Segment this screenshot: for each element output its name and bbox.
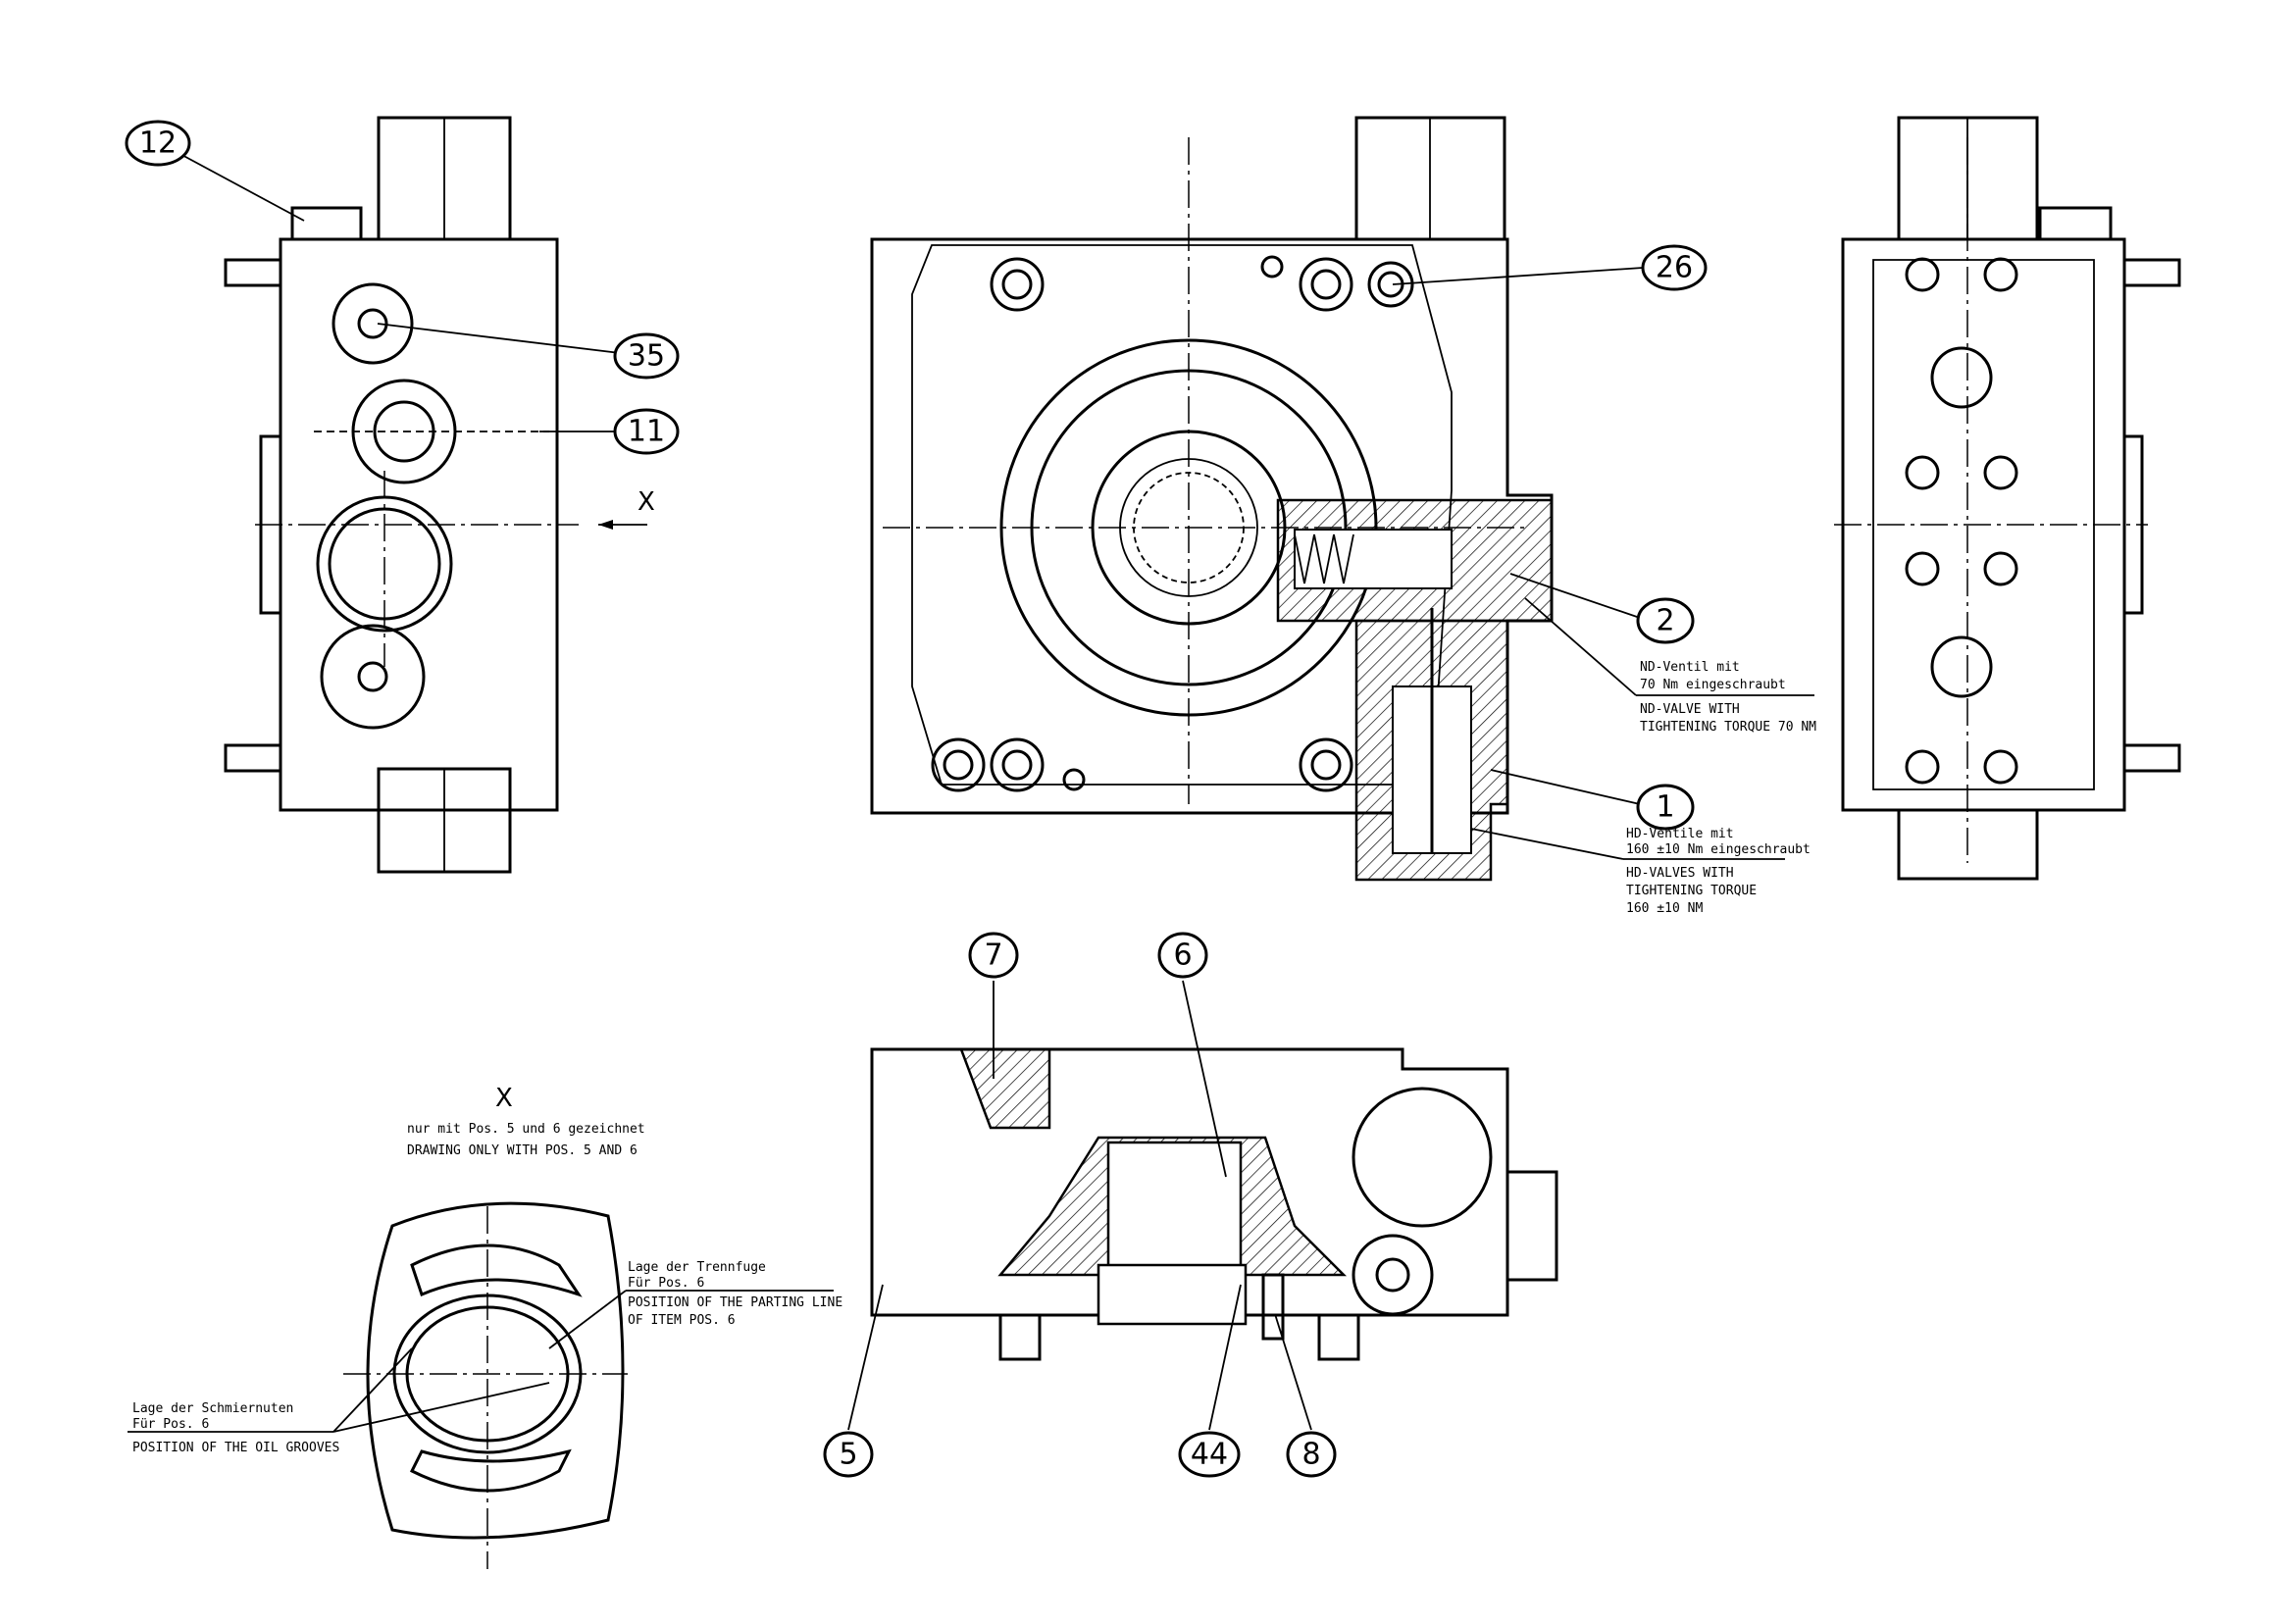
view-x-title: X [495, 1084, 513, 1113]
parting-line-note-de: Lage der Trennfuge [628, 1260, 766, 1275]
balloon-label: 12 [139, 127, 177, 161]
oil-grooves-note-de: Lage der Schmiernuten [132, 1401, 293, 1416]
parting-line-note-en-2: OF ITEM POS. 6 [628, 1313, 736, 1328]
oil-grooves-note-en: POSITION OF THE OIL GROOVES [132, 1441, 339, 1455]
balloon-label: 1 [1656, 790, 1674, 825]
balloon-label: 35 [628, 339, 665, 374]
hd-valves-note-en-3: 160 ±10 NM [1626, 901, 1703, 916]
detail-view-x: X nur mit Pos. 5 und 6 gezeichnet DRAWIN… [128, 1084, 842, 1569]
balloon-label: 8 [1301, 1438, 1320, 1472]
balloon-26: 26 [1641, 244, 1708, 291]
balloon-5: 5 [823, 1431, 874, 1478]
balloon-label: 11 [628, 415, 665, 449]
balloon-6: 6 [1157, 932, 1208, 979]
nd-valve-note-en: ND-VALVE WITH [1640, 702, 1740, 717]
balloon-label: 26 [1656, 251, 1693, 285]
hd-valves-note-en-2: TIGHTENING TORQUE [1626, 884, 1757, 898]
balloon-12: 12 [125, 120, 191, 167]
balloon-8: 8 [1286, 1431, 1337, 1478]
leader-lines [176, 151, 1644, 1431]
view-x-note-de: nur mit Pos. 5 und 6 gezeichnet [407, 1122, 645, 1137]
nd-valve-note-de-2: 70 Nm eingeschraubt [1640, 678, 1786, 692]
balloon-label: 6 [1173, 939, 1192, 973]
valve-notes: ND-Ventil mit 70 Nm eingeschraubt ND-VAL… [1470, 597, 1816, 916]
balloon-label: 7 [984, 939, 1002, 973]
balloon-2: 2 [1636, 597, 1695, 644]
balloon-label: 2 [1656, 604, 1674, 638]
oil-grooves-note-de-2: Für Pos. 6 [132, 1417, 209, 1432]
front-view [870, 116, 1554, 882]
balloon-7: 7 [968, 932, 1019, 979]
view-x-note-en: DRAWING ONLY WITH POS. 5 AND 6 [407, 1143, 638, 1158]
nd-valve-note-de: ND-Ventil mit [1640, 660, 1740, 675]
hd-valves-note-en: HD-VALVES WITH [1626, 866, 1734, 881]
top-section-view [870, 1047, 1558, 1361]
nd-valve-note-en-2: TIGHTENING TORQUE 70 NM [1640, 720, 1816, 735]
bolt-holes [931, 255, 1414, 792]
balloon-1: 1 [1636, 784, 1695, 831]
parting-line-note-en: POSITION OF THE PARTING LINE [628, 1295, 842, 1310]
right-side-view [1834, 116, 2181, 881]
balloon-44: 44 [1178, 1431, 1241, 1478]
hd-valves-note-de: HD-Ventile mit [1626, 827, 1734, 841]
balloon-label: 5 [839, 1438, 857, 1472]
hd-valves-note-de-2: 160 ±10 Nm eingeschraubt [1626, 842, 1811, 857]
balloon-11: 11 [613, 408, 680, 455]
balloon-label: 44 [1191, 1438, 1228, 1472]
balloon-35: 35 [613, 332, 680, 380]
parting-line-note-de-2: Für Pos. 6 [628, 1276, 704, 1291]
view-direction-label: X [638, 487, 655, 517]
left-side-view: X [224, 116, 655, 874]
